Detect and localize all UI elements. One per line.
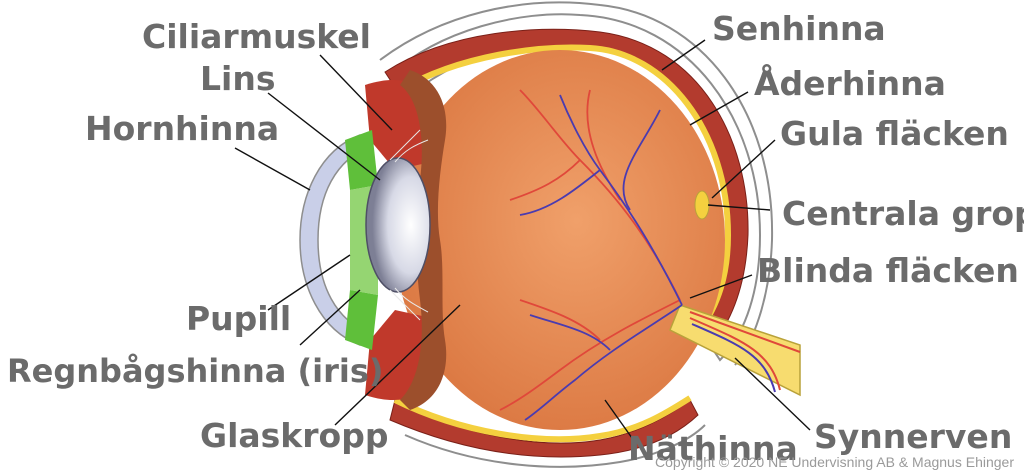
label-lins: Lins xyxy=(200,59,275,98)
retinal-vessels xyxy=(499,89,683,421)
label-blinda-flacken: Blinda fläcken xyxy=(757,251,1019,290)
copyright-notice: Copyright © 2020 NE Undervisning AB & Ma… xyxy=(655,454,1014,470)
macula-spot xyxy=(694,190,710,220)
label-glaskropp: Glaskropp xyxy=(200,416,388,455)
retina-layer xyxy=(393,44,732,443)
lens xyxy=(365,157,431,293)
label-centrala-gropen: Centrala gropen xyxy=(782,194,1024,233)
optic-nerve xyxy=(669,304,801,397)
label-aderhinna: Åderhinna xyxy=(754,63,946,103)
label-ciliarmuskel: Ciliarmuskel xyxy=(142,17,371,56)
label-pupill: Pupill xyxy=(186,299,291,338)
iris xyxy=(345,130,378,350)
leader-lines xyxy=(234,39,811,439)
vitreous-body xyxy=(395,50,725,430)
label-regnbagshinna: Regnbågshinna (iris) xyxy=(7,352,384,390)
label-gula-flacken: Gula fläcken xyxy=(780,114,1009,153)
zonule-fibres xyxy=(389,129,429,321)
label-synnerven: Synnerven xyxy=(814,417,1012,456)
label-nathinna: Näthinna xyxy=(628,429,798,468)
label-hornhinna: Hornhinna xyxy=(85,109,279,148)
label-senhinna: Senhinna xyxy=(712,9,886,48)
labels: Ciliarmuskel Lins Hornhinna Pupill Regnb… xyxy=(7,9,1024,468)
